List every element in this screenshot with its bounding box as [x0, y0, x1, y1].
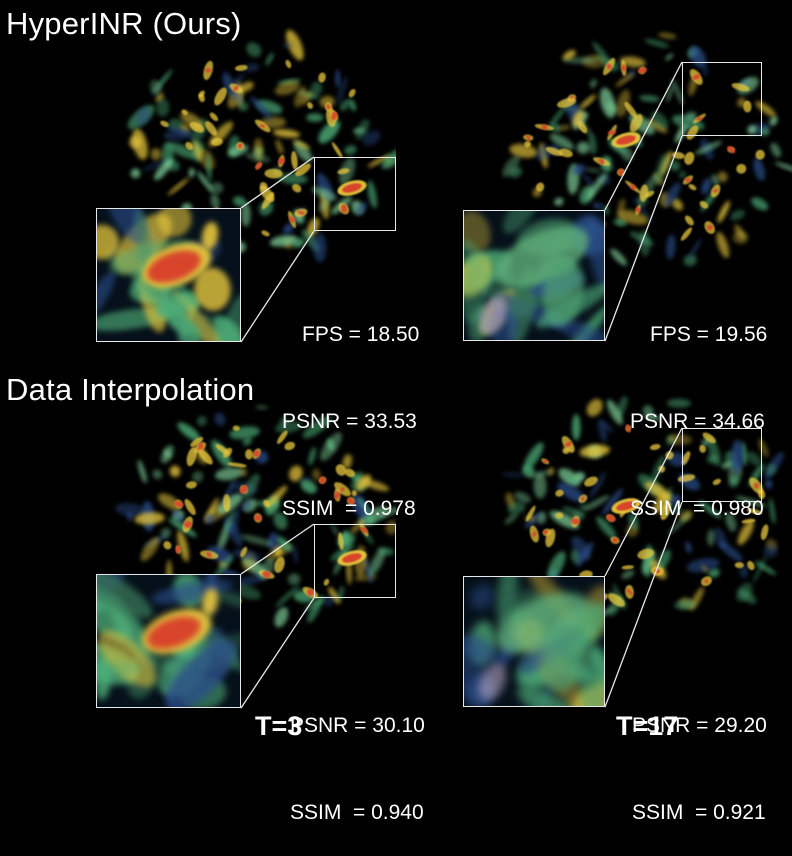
render-panel-interp-t17 [396, 366, 792, 726]
metrics-interp-t17: PSNR = 29.20 SSIM = 0.921 [632, 653, 767, 856]
psnr-value: PSNR = 29.20 [632, 714, 767, 737]
fps-value: FPS = 19.56 [650, 323, 768, 346]
psnr-value: PSNR = 34.66 [630, 410, 765, 433]
render-panel-interp-t3 [0, 366, 396, 726]
metrics-interp-t3: PSNR = 30.10 SSIM = 0.940 [290, 653, 425, 856]
volume-rendering [115, 405, 396, 628]
zoom-inset-rendering [464, 211, 604, 340]
row-title-data-interpolation: Data Interpolation [6, 372, 255, 407]
metrics-hyperinr-t3: FPS = 18.50 PSNR = 33.53 SSIM = 0.978 [282, 262, 419, 552]
zoom-inset-rendering [97, 575, 240, 707]
ssim-value: SSIM = 0.940 [290, 801, 424, 824]
render-panel-hyperinr-t3 [0, 0, 396, 360]
zoom-inset-rendering [464, 577, 604, 706]
ssim-value: SSIM = 0.978 [282, 497, 416, 520]
psnr-value: PSNR = 33.53 [282, 410, 417, 433]
fps-value: FPS = 18.50 [302, 323, 420, 346]
zoom-region-box [682, 62, 762, 136]
zoom-inset [463, 210, 605, 341]
zoom-region-box [314, 157, 396, 231]
zoom-inset [96, 208, 241, 342]
zoom-inset-rendering [97, 209, 240, 341]
zoom-inset [96, 574, 241, 708]
zoom-inset [463, 576, 605, 707]
psnr-value: PSNR = 30.10 [290, 714, 425, 737]
zoom-region-box [314, 524, 396, 598]
ssim-value: SSIM = 0.980 [630, 497, 764, 520]
time-label-t3: T=3 [255, 711, 303, 741]
metrics-hyperinr-t17: FPS = 19.56 PSNR = 34.66 SSIM = 0.980 [630, 262, 767, 552]
render-panel-hyperinr-t17 [396, 0, 792, 360]
time-label-t17: T=17 [616, 711, 679, 741]
row-title-hyperinr: HyperINR (Ours) [6, 6, 242, 41]
ssim-value: SSIM = 0.921 [632, 801, 766, 824]
